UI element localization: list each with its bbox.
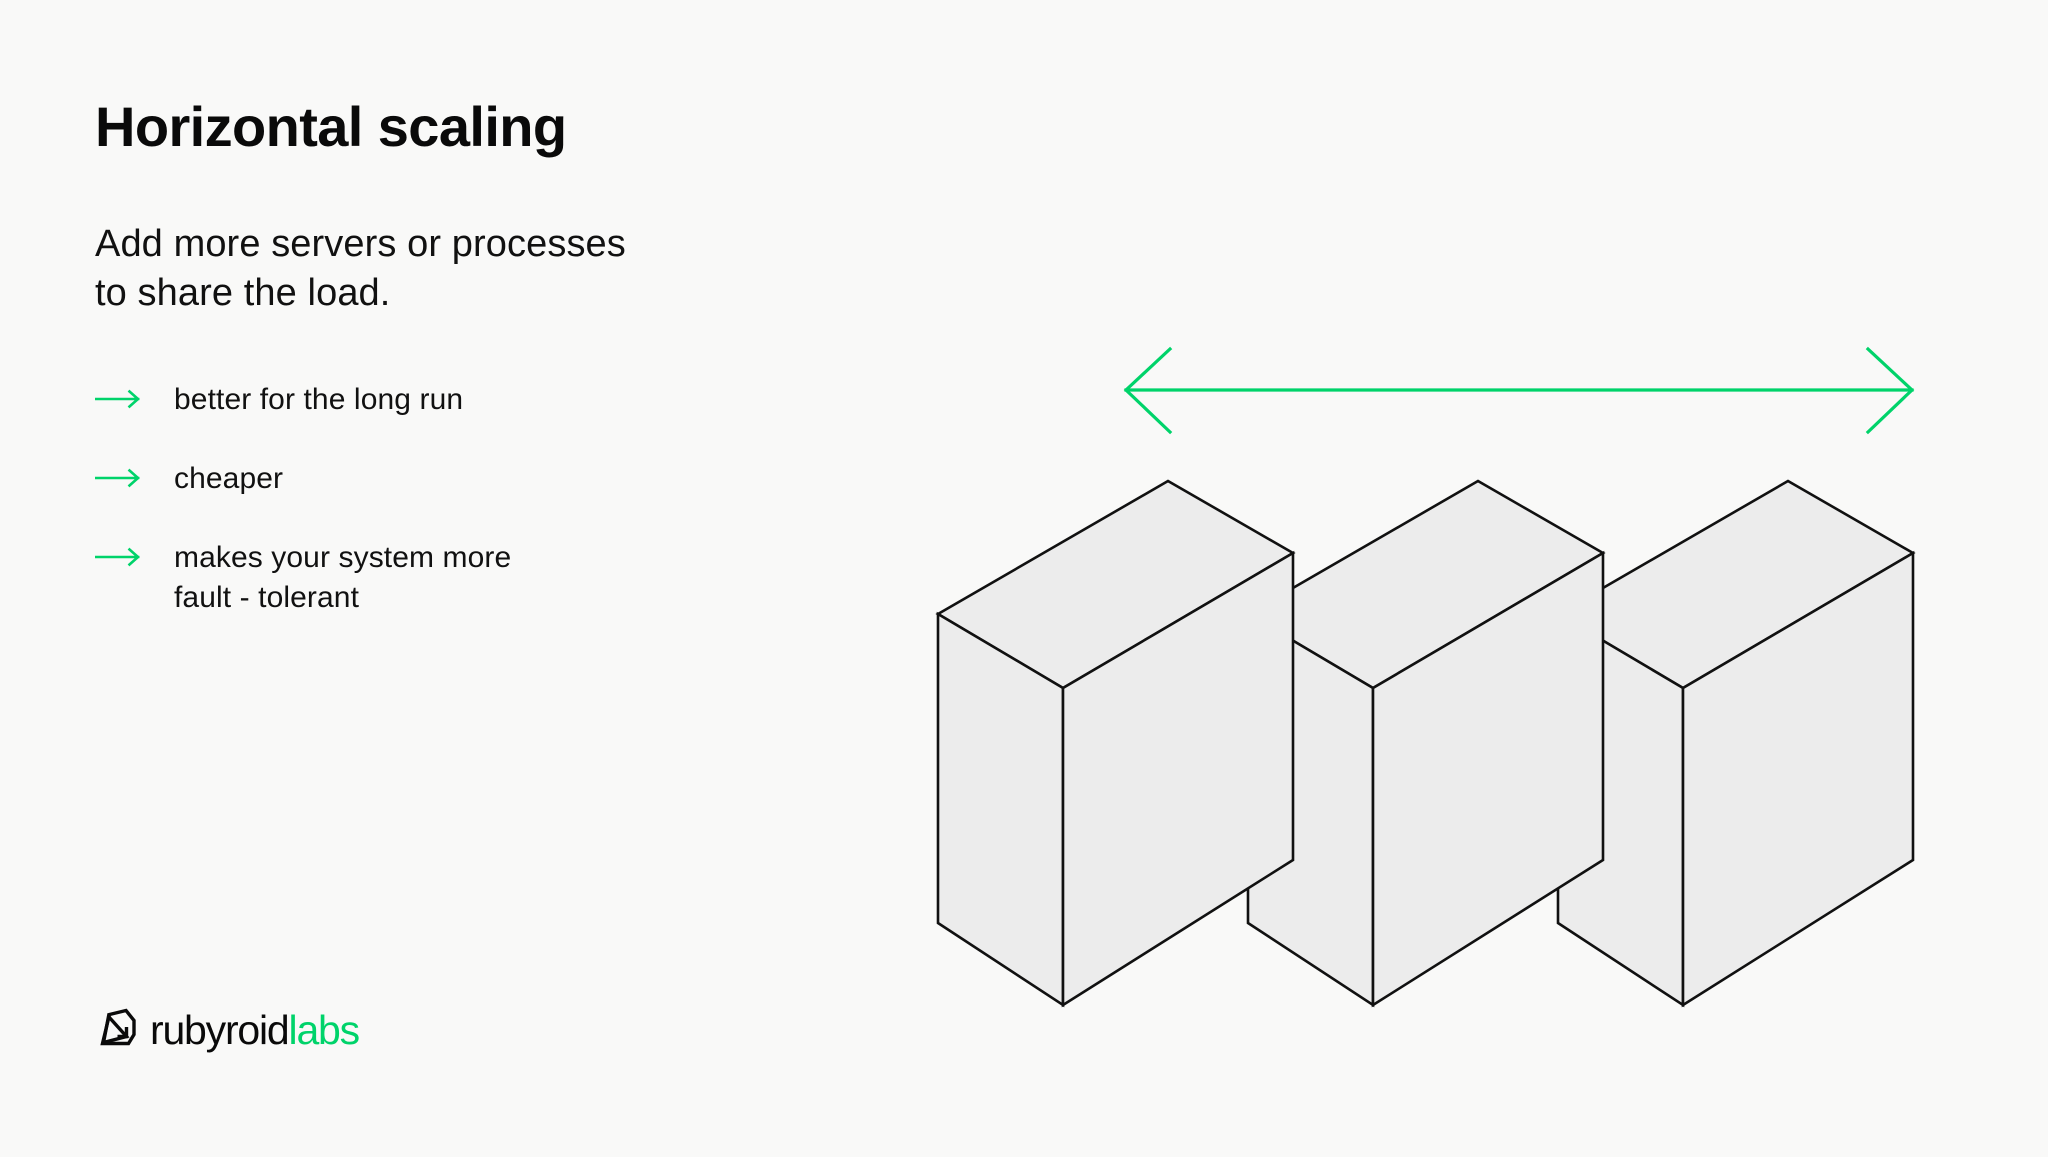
list-item: makes your system more fault - tolerant	[95, 538, 915, 618]
rubyroid-gem-icon	[95, 1005, 141, 1056]
page-title: Horizontal scaling	[95, 95, 567, 158]
arrow-right-icon	[95, 547, 143, 583]
horizontal-double-arrow	[1123, 346, 1915, 435]
subtitle-line-2: to share the load.	[95, 271, 391, 314]
logo-wordmark: rubyroidlabs	[150, 1007, 361, 1053]
arrow-right-icon	[95, 389, 143, 425]
list-item-line: better for the long run	[174, 383, 464, 417]
list-item-line: cheaper	[174, 462, 284, 496]
list-item-line: makes your system more	[174, 541, 512, 575]
list-item-text: cheaper	[174, 459, 283, 499]
logo-word-labs: labs	[288, 1007, 361, 1053]
benefits-list: better for the long run cheaper	[95, 380, 915, 618]
list-item: cheaper	[95, 459, 915, 504]
server-box-2	[1245, 479, 1606, 1008]
subtitle-line-1: Add more servers or processes	[95, 222, 626, 265]
server-box-3	[1555, 479, 1916, 1008]
arrow-right-icon	[95, 468, 143, 504]
brand-logo: rubyroidlabs	[95, 1005, 361, 1056]
logo-word-rubyroid: rubyroid	[150, 1007, 290, 1053]
server-box-1	[935, 479, 1296, 1008]
list-item-text: better for the long run	[174, 380, 463, 420]
list-item-line: fault - tolerant	[174, 581, 360, 615]
list-item-text: makes your system more fault - tolerant	[174, 538, 511, 618]
list-item: better for the long run	[95, 380, 915, 425]
subtitle: Add more servers or processes to share t…	[95, 220, 915, 319]
text-column: Horizontal scaling Add more servers or p…	[95, 96, 915, 634]
